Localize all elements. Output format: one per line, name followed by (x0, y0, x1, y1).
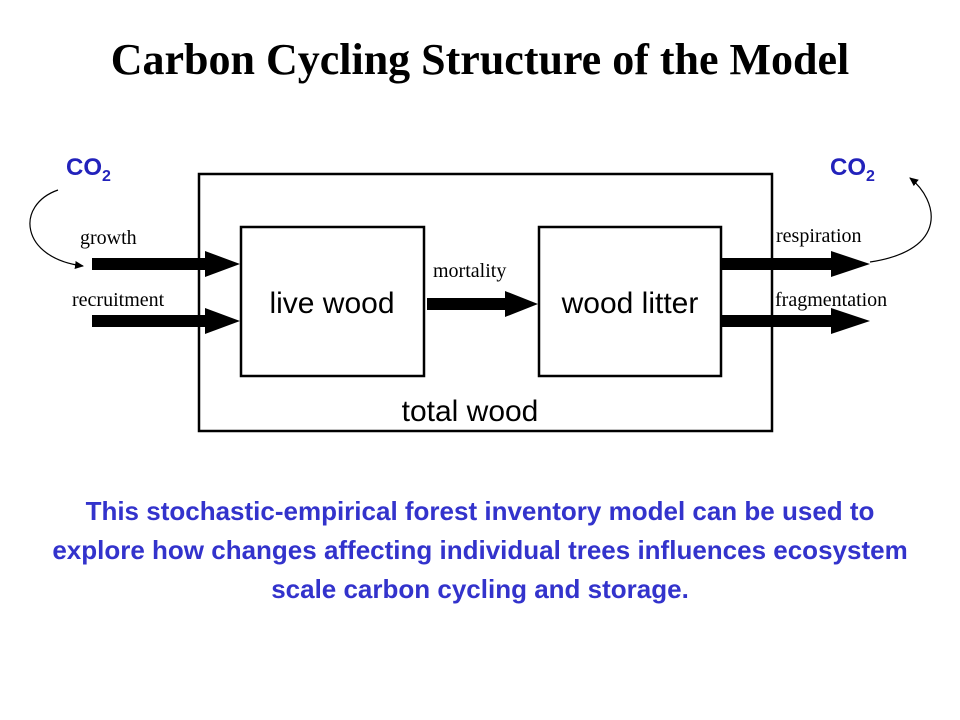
co2-right-subscript: 2 (866, 168, 875, 185)
recruitment-label: recruitment (72, 289, 165, 311)
live-wood-label: live wood (269, 287, 394, 320)
fragmentation-arrow (722, 308, 870, 334)
co2-label-left: CO2 (66, 154, 111, 185)
mortality-arrow (427, 291, 538, 317)
wood-litter-box (537, 225, 723, 378)
growth-arrow (92, 251, 240, 277)
respiration-arrow (722, 251, 870, 277)
mortality-label: mortality (433, 260, 506, 282)
slide-title: Carbon Cycling Structure of the Model (110, 35, 850, 84)
co2-uptake-curve (29, 189, 84, 269)
fragmentation-label: fragmentation (775, 289, 887, 311)
wood-litter-label: wood litter (561, 287, 699, 320)
growth-label: growth (80, 227, 137, 249)
recruitment-arrow (92, 308, 240, 334)
live-wood-box (239, 225, 426, 378)
co2-right-text: CO (830, 154, 866, 181)
slide-caption: This stochastic-empirical forest invento… (52, 496, 908, 604)
respiration-label: respiration (776, 225, 862, 247)
total-wood-box (197, 172, 774, 433)
co2-label-right: CO2 (830, 154, 875, 185)
co2-left-text: CO (66, 154, 102, 181)
co2-left-subscript: 2 (102, 168, 111, 185)
total-wood-label: total wood (402, 395, 539, 428)
co2-release-curve (869, 177, 932, 263)
